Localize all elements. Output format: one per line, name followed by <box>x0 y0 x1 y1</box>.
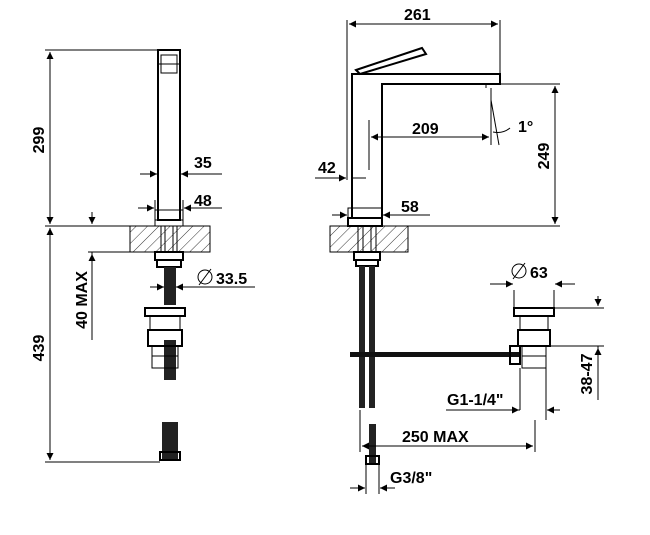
dim-48: 48 <box>194 193 212 210</box>
dim-249: 249 <box>536 143 553 170</box>
dim-250-max: 250 MAX <box>402 429 469 446</box>
dim-g3-8: G3/8" <box>390 470 432 487</box>
dim-g1-1-4: G1-1/4" <box>447 392 504 409</box>
faucet-body-side <box>154 49 184 227</box>
pull-rod <box>350 352 520 357</box>
countertop-section-left <box>129 225 211 253</box>
flex-hoses-side <box>159 267 181 461</box>
dim-1-deg: 1° <box>518 119 533 136</box>
dim-38-47: 38-47 <box>579 353 596 394</box>
shank-front <box>353 225 381 267</box>
dim-58: 58 <box>401 199 419 216</box>
front-view: 261 209 1° 249 42 58 63 <box>315 7 604 494</box>
dim-63: 63 <box>530 265 548 282</box>
countertop-section-right <box>329 225 409 253</box>
dim-35: 35 <box>194 155 212 172</box>
dim-261: 261 <box>404 7 431 24</box>
dim-439: 439 <box>31 335 48 362</box>
dim-33-5: 33.5 <box>216 271 247 288</box>
dim-40-max: 40 MAX <box>74 271 91 329</box>
flex-hoses-front <box>359 266 380 465</box>
dim-209: 209 <box>412 121 439 138</box>
waste-front <box>509 307 555 369</box>
dim-42: 42 <box>318 160 336 177</box>
dim-299: 299 <box>31 127 48 154</box>
side-view: 299 439 40 MAX 35 48 33.5 <box>31 49 255 463</box>
waste-side <box>144 307 186 369</box>
